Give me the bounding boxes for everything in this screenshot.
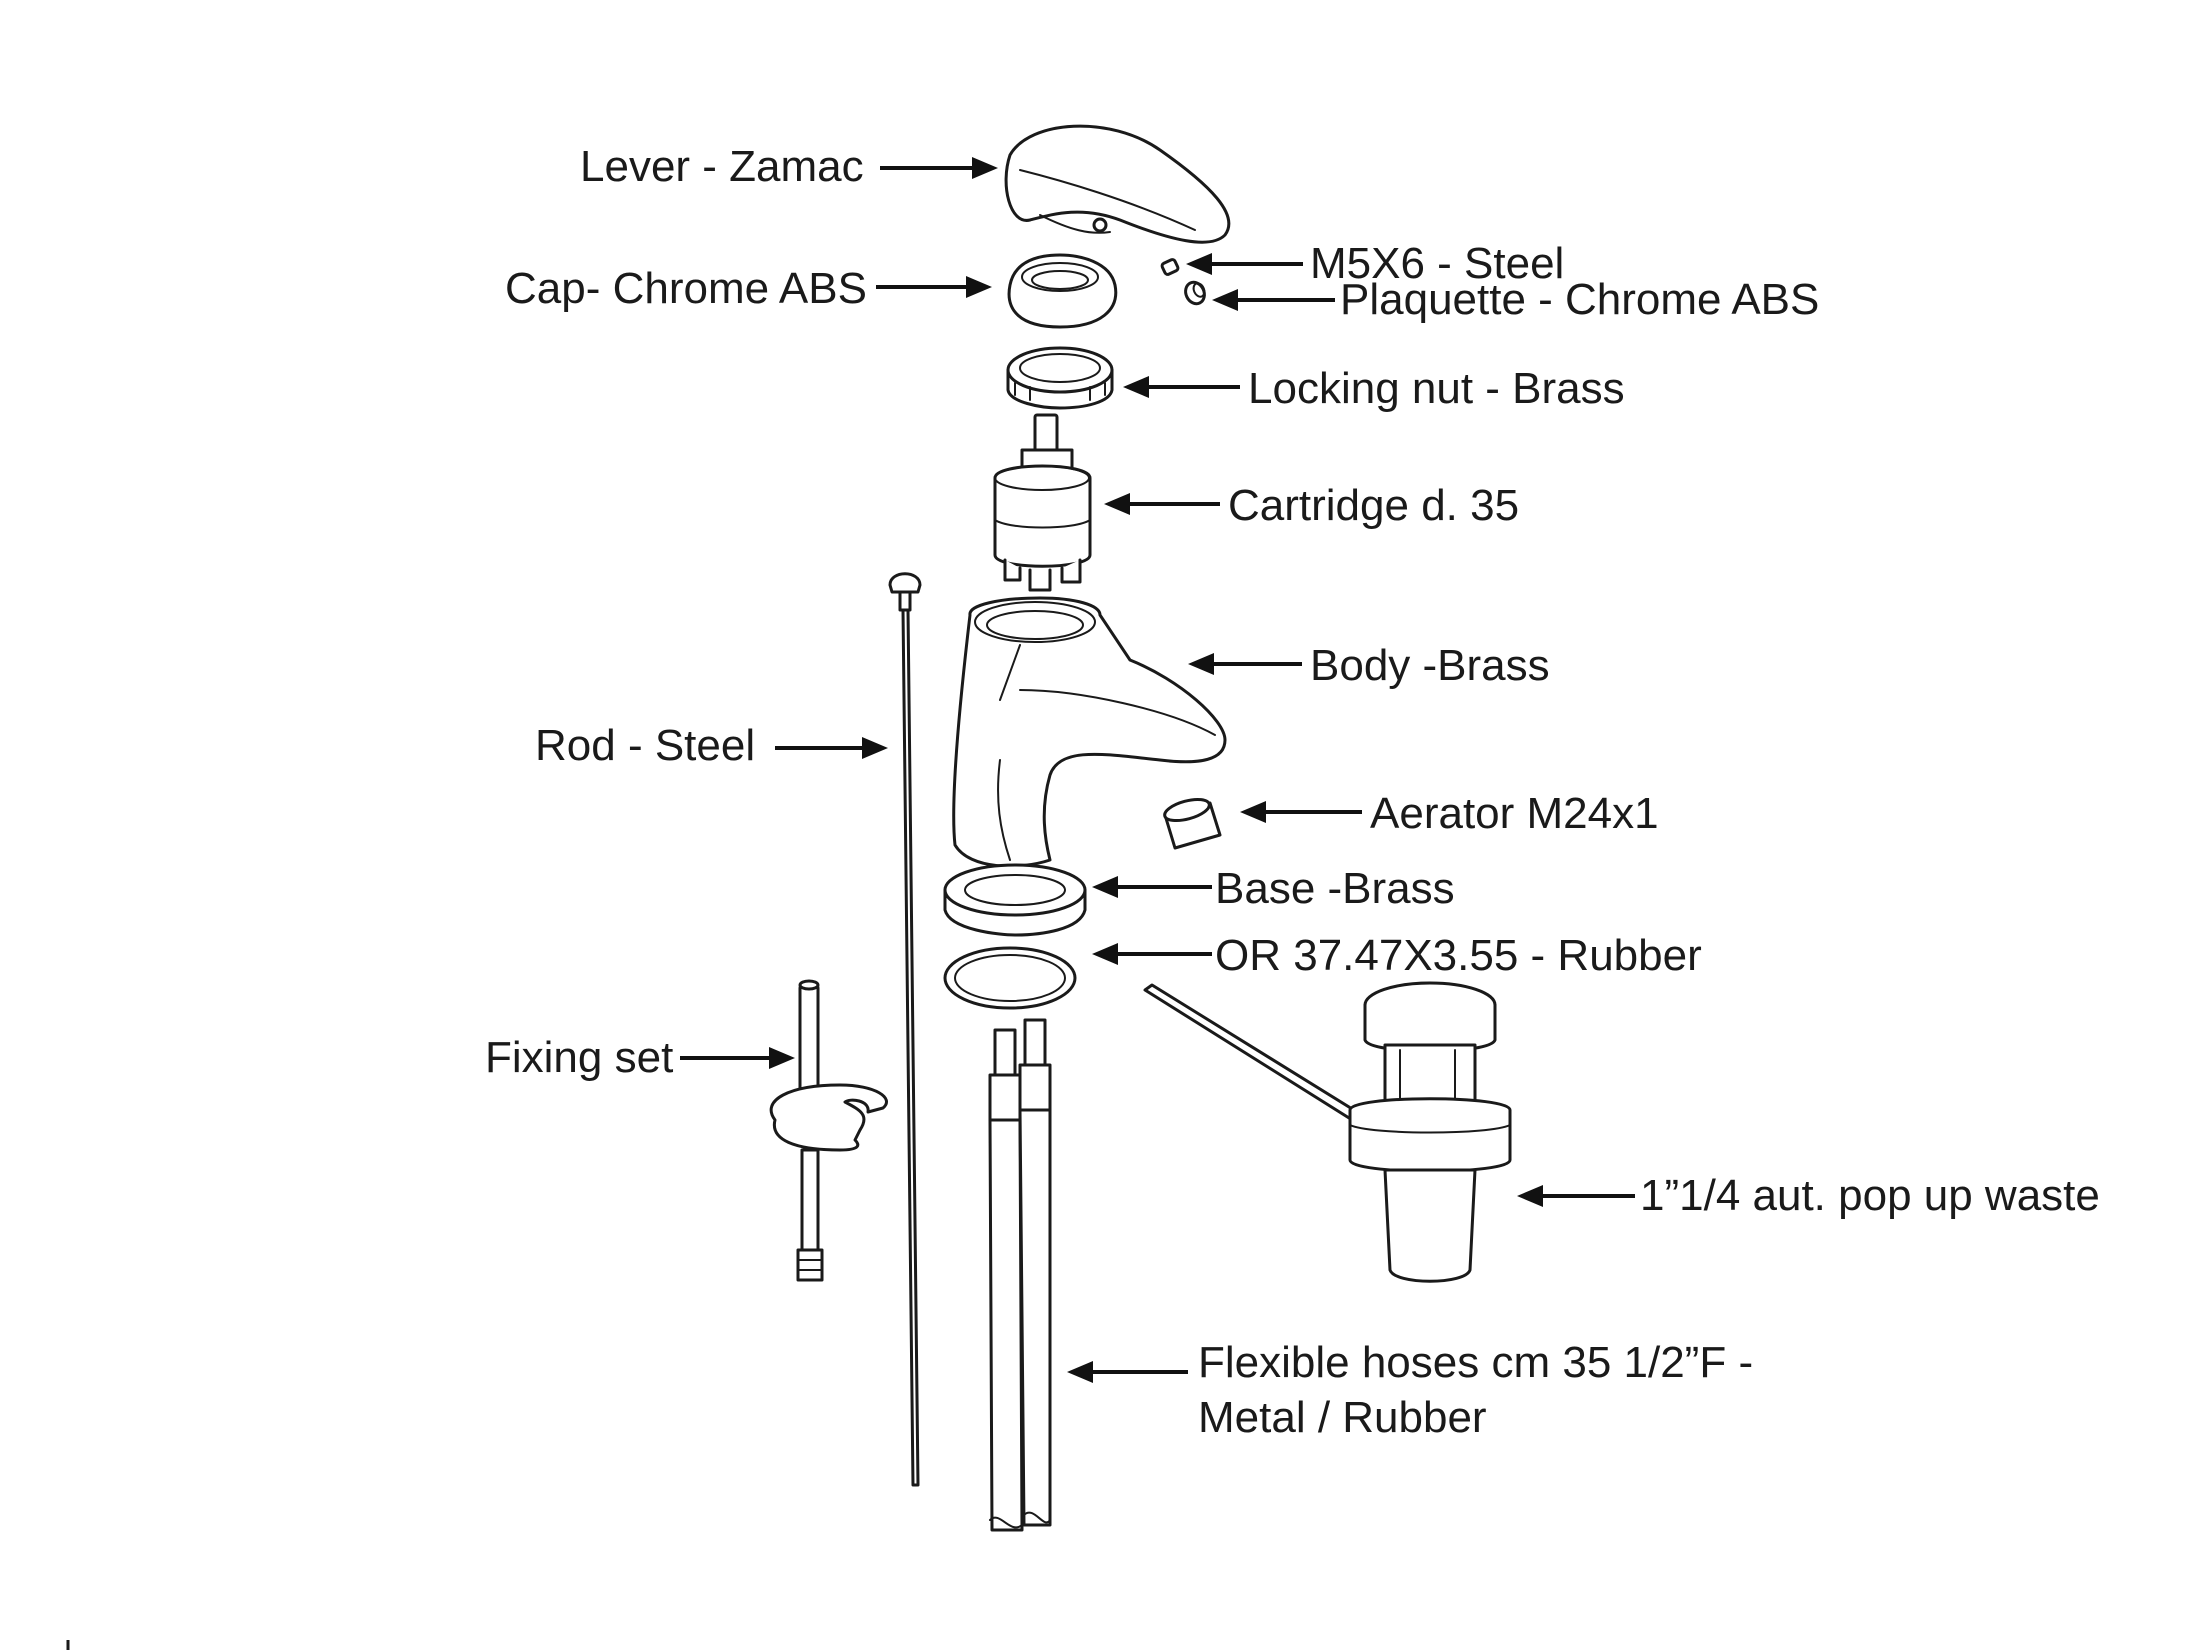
- label-cartridge: Cartridge d. 35: [1228, 481, 1519, 530]
- body-part: [952, 596, 1227, 868]
- label-oring: OR 37.47X3.55 - Rubber: [1215, 931, 1702, 980]
- label-aerator: Aerator M24x1: [1370, 789, 1659, 838]
- label-cap: Cap- Chrome ABS: [505, 264, 867, 313]
- base-part: [943, 863, 1087, 937]
- label-hoses-line1: Flexible hoses cm 35 1/2”F -: [1198, 1338, 1753, 1387]
- label-screw: M5X6 - Steel: [1310, 239, 1564, 288]
- label-plaquette: Plaquette - Chrome ABS: [1340, 275, 1819, 324]
- label-rod: Rod - Steel: [535, 721, 755, 770]
- cap-part: [1007, 253, 1118, 329]
- label-body: Body -Brass: [1310, 641, 1550, 690]
- screw-part: [1160, 258, 1180, 276]
- lever-part: [1004, 124, 1231, 244]
- rod-part: [888, 572, 922, 1487]
- plaquette-part: [1184, 280, 1206, 306]
- label-lever: Lever - Zamac: [580, 142, 864, 191]
- flexible-hoses-part: [988, 1018, 1052, 1532]
- fixing-set-part: [769, 979, 888, 1282]
- oring-part: [943, 946, 1077, 1010]
- pop-up-waste-part: [1143, 981, 1512, 1283]
- cartridge-part: [993, 413, 1092, 592]
- label-fixing-set: Fixing set: [485, 1033, 673, 1082]
- label-pop-up-waste: 1”1/4 aut. pop up waste: [1640, 1171, 2100, 1220]
- label-hoses-line2: Metal / Rubber: [1198, 1393, 1487, 1442]
- aerator-part: [1163, 797, 1222, 850]
- leader-arrows: [680, 157, 1635, 1383]
- label-locking-nut: Locking nut - Brass: [1248, 364, 1625, 413]
- locking-nut-part: [1006, 346, 1114, 410]
- label-base: Base -Brass: [1215, 864, 1455, 913]
